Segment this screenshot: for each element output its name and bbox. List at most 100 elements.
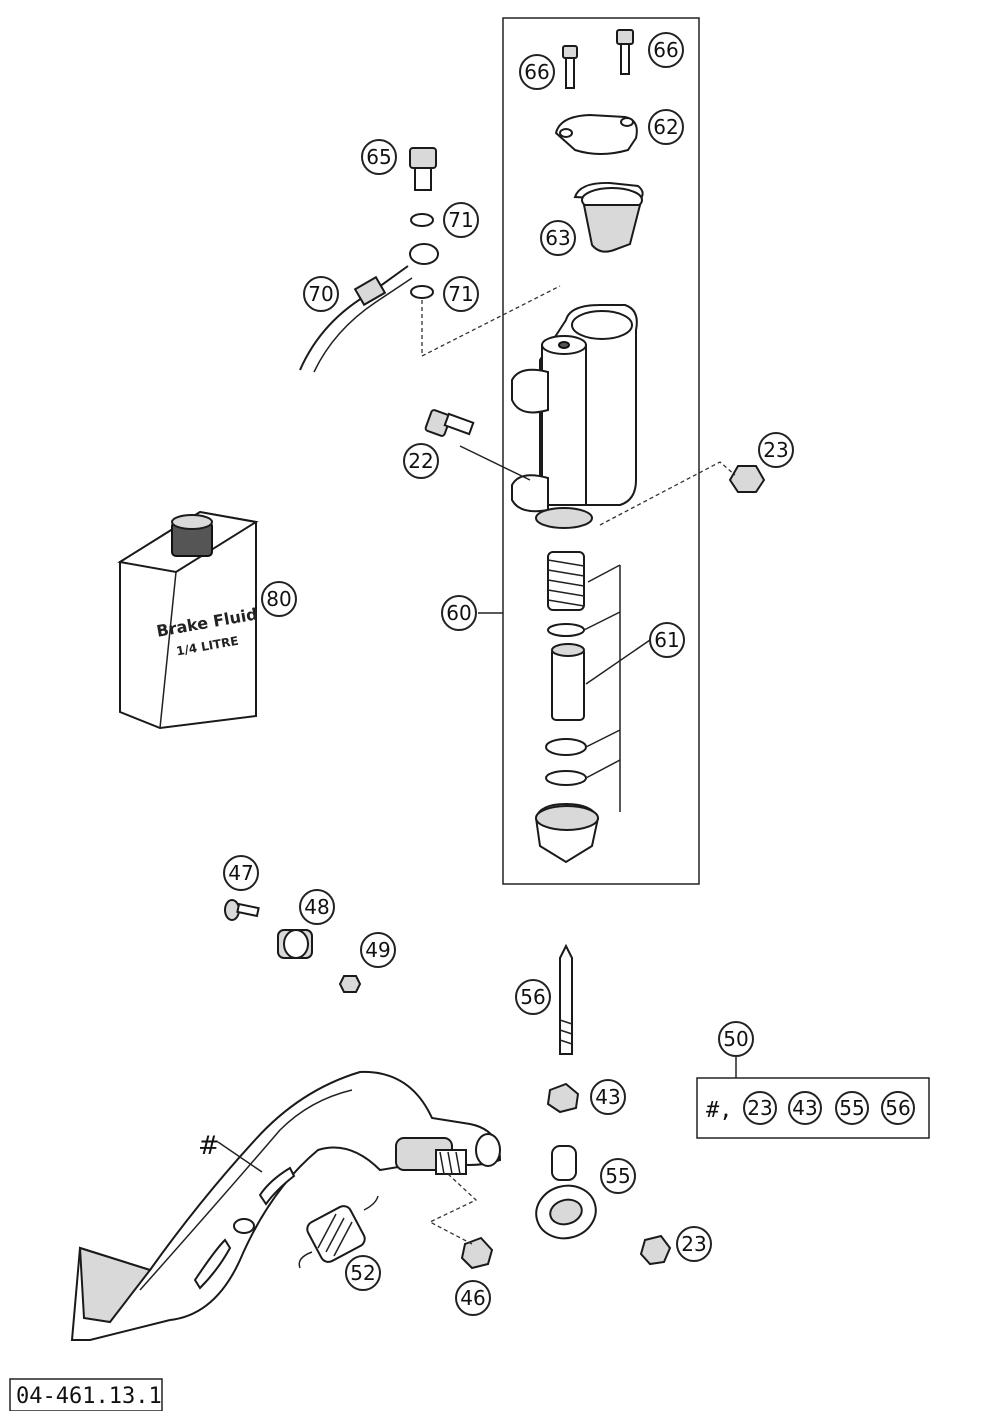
kit-item-label: 56: [885, 1096, 910, 1120]
callout-label: 65: [366, 145, 391, 169]
washer-71-lower: [410, 285, 434, 299]
leader-washer: [585, 729, 621, 748]
callout-23: 23: [676, 1226, 712, 1262]
return-spring: [298, 1195, 379, 1269]
kit-prefix: #,: [706, 1098, 733, 1123]
kit-box: [696, 1077, 930, 1139]
dashed-hose-line: [421, 285, 561, 358]
clevis-55: [535, 1145, 597, 1240]
callout-label: 61: [654, 628, 679, 652]
callout-label: 71: [448, 282, 473, 306]
callout-label: 23: [681, 1232, 706, 1256]
kit-item-43: 43: [788, 1091, 822, 1125]
callout-22: 22: [403, 443, 439, 479]
callout-63: 63: [540, 220, 576, 256]
leader-spring: [587, 564, 621, 583]
dust-boot: [534, 802, 600, 864]
callout-label: 62: [653, 115, 678, 139]
callout-49: 49: [360, 932, 396, 968]
brake-fluid-bottle: Brake Fluid 1/4 LITRE: [117, 510, 259, 730]
callout-label: 66: [653, 38, 678, 62]
nut-49: [338, 975, 362, 993]
reservoir-cap: [554, 113, 638, 155]
piston: [551, 643, 585, 721]
kit-item-56: 56: [881, 1091, 915, 1125]
dashed-nut-line: [599, 461, 736, 526]
callout-label: 63: [545, 226, 570, 250]
callout-label: 70: [308, 282, 333, 306]
callout-80: 80: [261, 581, 297, 617]
callout-50: 50: [718, 1021, 754, 1057]
callout-label: 23: [763, 438, 788, 462]
leader-piston: [585, 639, 651, 685]
callout-label: 71: [448, 208, 473, 232]
callout-62: 62: [648, 109, 684, 145]
callout-label: 22: [408, 449, 433, 473]
callout-label: 43: [595, 1085, 620, 1109]
nut-23-upper: [728, 465, 766, 493]
master-cylinder-frame: [502, 17, 700, 885]
hash-leader: [217, 1141, 263, 1173]
brake-pedal: [70, 1070, 502, 1341]
brake-hose: [299, 243, 439, 373]
callout-label: 52: [350, 1261, 375, 1285]
callout-61: 61: [649, 622, 685, 658]
callout-48: 48: [299, 889, 335, 925]
callout-label: 66: [524, 60, 549, 84]
callout-label: 46: [460, 1286, 485, 1310]
callout-56: 56: [515, 979, 551, 1015]
callout-66: 66: [519, 54, 555, 90]
seal-ring-upper: [547, 623, 585, 637]
hash-marker: #: [198, 1131, 220, 1161]
bolt-22: [424, 409, 475, 437]
callout-label: 49: [365, 938, 390, 962]
callout-label: 50: [723, 1027, 748, 1051]
washer-71-upper: [410, 213, 434, 227]
dashed-pedal-line: [428, 1173, 478, 1245]
callout-46: 46: [455, 1280, 491, 1316]
leader-seal: [583, 611, 621, 631]
callout-55: 55: [600, 1158, 636, 1194]
stud-56: [559, 943, 573, 1055]
callout-65: 65: [361, 139, 397, 175]
kit-item-label: 55: [839, 1096, 864, 1120]
callout-52: 52: [345, 1255, 381, 1291]
drawing-number-box: [9, 1378, 163, 1411]
callout-47: 47: [223, 855, 259, 891]
kit-item-55: 55: [835, 1091, 869, 1125]
nut-46: [460, 1236, 494, 1270]
callout-71: 71: [443, 202, 479, 238]
drawing-number: 04-461.13.1: [16, 1384, 162, 1409]
callout-label: 55: [605, 1164, 630, 1188]
callout-label: 48: [304, 895, 329, 919]
nut-23-lower: [639, 1234, 672, 1266]
callout-label: 60: [446, 601, 471, 625]
leader-bolt-22: [459, 445, 531, 481]
screw-66-left: [562, 45, 578, 89]
banjo-bolt: [409, 147, 437, 191]
callout-70: 70: [303, 276, 339, 312]
kit-item-label: 23: [747, 1096, 772, 1120]
spacer-48: [277, 929, 313, 959]
nut-43: [546, 1082, 580, 1114]
callout-60: 60: [441, 595, 477, 631]
circlip: [545, 770, 587, 786]
leader-circlip: [585, 759, 621, 779]
callout-label: 47: [228, 861, 253, 885]
kit-item-label: 43: [792, 1096, 817, 1120]
callout-label: 80: [266, 587, 291, 611]
callout-23: 23: [758, 432, 794, 468]
reservoir-insert: [573, 181, 644, 253]
spring: [547, 551, 585, 611]
pedal-pivot: [395, 1133, 501, 1175]
kit-item-23: 23: [743, 1091, 777, 1125]
screw-66-right: [616, 29, 634, 75]
callout-66: 66: [648, 32, 684, 68]
callout-label: 56: [520, 985, 545, 1009]
screw-47: [224, 899, 260, 921]
callout-43: 43: [590, 1079, 626, 1115]
callout-71: 71: [443, 276, 479, 312]
washer: [545, 738, 587, 756]
master-cylinder-body: [511, 304, 638, 529]
